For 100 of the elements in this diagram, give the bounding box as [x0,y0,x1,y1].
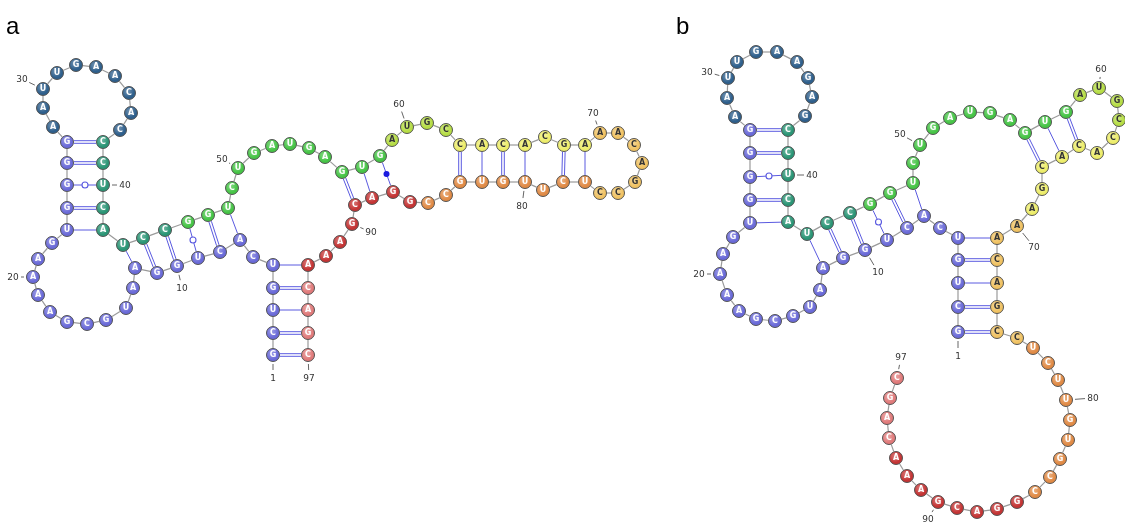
nucleotide-circle: C [439,188,453,202]
nucleotide-circle: C [421,196,435,210]
nucleotide-circle: A [970,505,984,519]
backbone-line [141,268,151,273]
backbone-line [242,157,250,164]
backbone-line [313,258,321,263]
nucleotide-circle: C [900,221,914,235]
backbone-line [636,168,641,177]
backbone-line [57,131,63,138]
backbone-line [1022,341,1028,345]
base-pair-line [964,258,991,262]
nucleotide-circle: C [882,431,896,445]
nucleotide-circle: C [556,175,570,189]
backbone-line [887,424,889,432]
nucleotide-circle: C [1041,356,1055,370]
base-pair-line [279,309,302,311]
base-pair-line [1026,138,1041,162]
base-pair-line [73,161,97,165]
position-number: 97 [895,352,907,362]
nucleotide-circle: U [730,55,744,69]
nucleotide-circle: G [743,146,757,160]
nucleotide-circle: G [1035,182,1049,196]
backbone-line [42,95,44,102]
nucleotide-circle: U [119,301,133,315]
backbone-line [225,243,235,249]
backbone-line [606,132,612,134]
nucleotide-circle: A [46,120,60,134]
base-pair-line [756,151,782,155]
backbone-line [828,260,838,266]
backbone-line [307,339,309,349]
backbone-line [56,234,63,239]
backbone-line [127,294,132,302]
nucleotide-circle: U [1061,433,1075,447]
position-number: 80 [1087,393,1099,403]
backbone-line [1068,426,1070,434]
backbone-line [1041,173,1043,183]
position-number: 60 [393,99,405,109]
position-number: 30 [701,67,713,77]
nucleotide-circle: A [1003,113,1017,127]
backbone-line [749,183,751,194]
nucleotide-circle: A [611,126,625,140]
backbone-line [820,274,823,284]
nucleotide-circle: C [246,250,260,264]
backbone-line [450,186,456,191]
nucleotide-circle: C [611,186,625,200]
base-pair-line [363,173,371,192]
nucleotide-circle: U [781,168,795,182]
backbone-line [730,67,735,73]
nucleotide-circle: A [813,283,827,297]
position-number: 20 [7,272,19,282]
backbone-line [1003,333,1011,337]
nucleotide-circle: G [45,236,59,250]
backbone-line [956,113,964,117]
nucleotide-circle: G [60,156,74,170]
backbone-line [133,274,135,282]
backbone-line [171,223,182,229]
backbone-line [792,119,801,127]
backbone-line [730,300,736,306]
backbone-line [204,253,214,257]
backbone-line [1039,481,1046,488]
nucleotide-circle: G [983,106,997,120]
nucleotide-circle: C [781,146,795,160]
backbone-line [228,194,232,202]
base-pair-line [165,235,177,261]
backbone-line [41,300,47,307]
backbone-line [875,195,885,202]
backbone-line [66,148,68,157]
nucleotide-circle: A [900,469,914,483]
nucleotide-circle: G [743,193,757,207]
backbone-line [66,214,68,224]
backbone-line [34,283,37,289]
nucleotide-circle: C [906,156,920,170]
nucleotide-circle: A [301,258,315,272]
backbone-line [726,84,729,92]
base-pair-line [809,239,821,263]
base-pair-line [381,162,392,186]
backbone-line [123,118,128,125]
backbone-line [808,84,812,91]
backbone-line [352,211,355,218]
nucleotide-circle: G [990,502,1004,516]
backbone-line [398,194,405,200]
position-number: 1 [955,351,961,361]
backbone-line [1047,159,1057,165]
nucleotide-circle: A [720,91,734,105]
backbone-line [914,150,919,158]
nucleotide-circle: A [126,281,140,295]
backbone-line [887,404,890,412]
backbone-line [623,136,629,142]
backbone-line [272,294,274,304]
nucleotide-circle: A [917,209,931,223]
nucleotide-circle: C [593,186,607,200]
backbone-line [42,247,48,255]
backbone-line [855,206,865,211]
position-number: 90 [922,514,934,523]
backbone-line [73,322,81,324]
nucleotide-circle: G [386,185,400,199]
backbone-line [957,244,959,254]
nucleotide-circle: G [247,146,261,160]
nucleotide-circle: A [1055,150,1069,164]
nucleotide-circle: A [26,270,40,284]
